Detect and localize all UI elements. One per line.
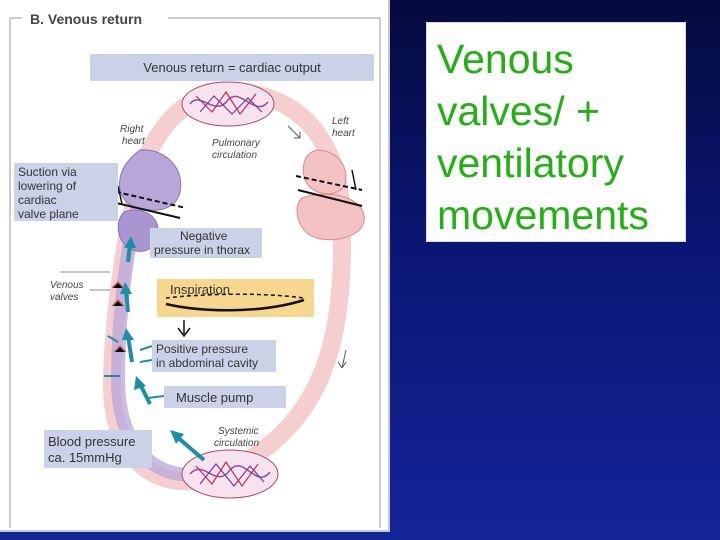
muscle-pump-box	[164, 386, 286, 408]
text-line-3: ventilatory	[437, 140, 624, 186]
figure-panel: B. Venous return Venous return = cardiac…	[0, 0, 390, 532]
valve-plane-left-upper	[295, 175, 363, 191]
suction-box	[14, 163, 118, 221]
diaphragm-line	[165, 298, 305, 312]
valve-plane-right-lower	[111, 201, 181, 219]
valve-motion-arrow-right	[117, 185, 123, 205]
text-box: Venous valves/ + ventilatory movements	[426, 22, 686, 242]
venous-valves-marks	[111, 280, 127, 353]
blood-pressure-text: Blood pressure ca. 15mmHg	[48, 434, 139, 465]
right-heart-label: Right heart	[120, 124, 146, 147]
positive-pressure-box	[152, 340, 276, 372]
compression-arrows	[104, 335, 165, 399]
equation-box	[90, 54, 374, 81]
venous-return-diagram: B. Venous return Venous return = cardiac…	[9, 11, 381, 528]
positive-pressure-text: Positive pressure in abdominal cavity	[156, 342, 258, 370]
left-ventricle	[296, 193, 365, 241]
figure-header: B. Venous return	[30, 11, 142, 27]
valve-motion-arrow-left	[351, 169, 357, 191]
venous-return-arrows	[120, 236, 206, 462]
blood-pressure-box	[44, 430, 152, 468]
valve-plane-left-lower	[297, 189, 363, 207]
pulmonary-label: Pulmonary circulation	[212, 138, 263, 161]
text-line-1: Venous	[437, 36, 574, 82]
valve-plane-right-upper	[107, 189, 187, 209]
diaphragm-dashed	[165, 293, 305, 299]
text-line-4: movements	[437, 192, 649, 238]
suction-text: Suction via lowering of cardiac valve pl…	[18, 165, 80, 221]
pulmonary-capillaries	[181, 81, 275, 127]
negative-pressure-box	[150, 228, 262, 258]
venous-valves-label: Venous valves	[50, 280, 86, 303]
right-atrium	[119, 149, 182, 211]
left-heart-label: Left heart	[332, 116, 356, 139]
systemic-capillaries	[181, 449, 279, 499]
systemic-label: Systemic circulation	[214, 426, 261, 449]
negative-pressure-text: Negative pressure in thorax	[154, 229, 250, 257]
equation-text: Venous return = cardiac output	[143, 60, 321, 75]
flow-arrow-pulmonary	[287, 125, 301, 139]
inspiration-text: Inspiration	[170, 282, 230, 297]
flow-arrow-systemic	[341, 349, 347, 369]
text-line-2: valves/ +	[437, 88, 600, 134]
muscle-pump-text: Muscle pump	[176, 390, 253, 405]
